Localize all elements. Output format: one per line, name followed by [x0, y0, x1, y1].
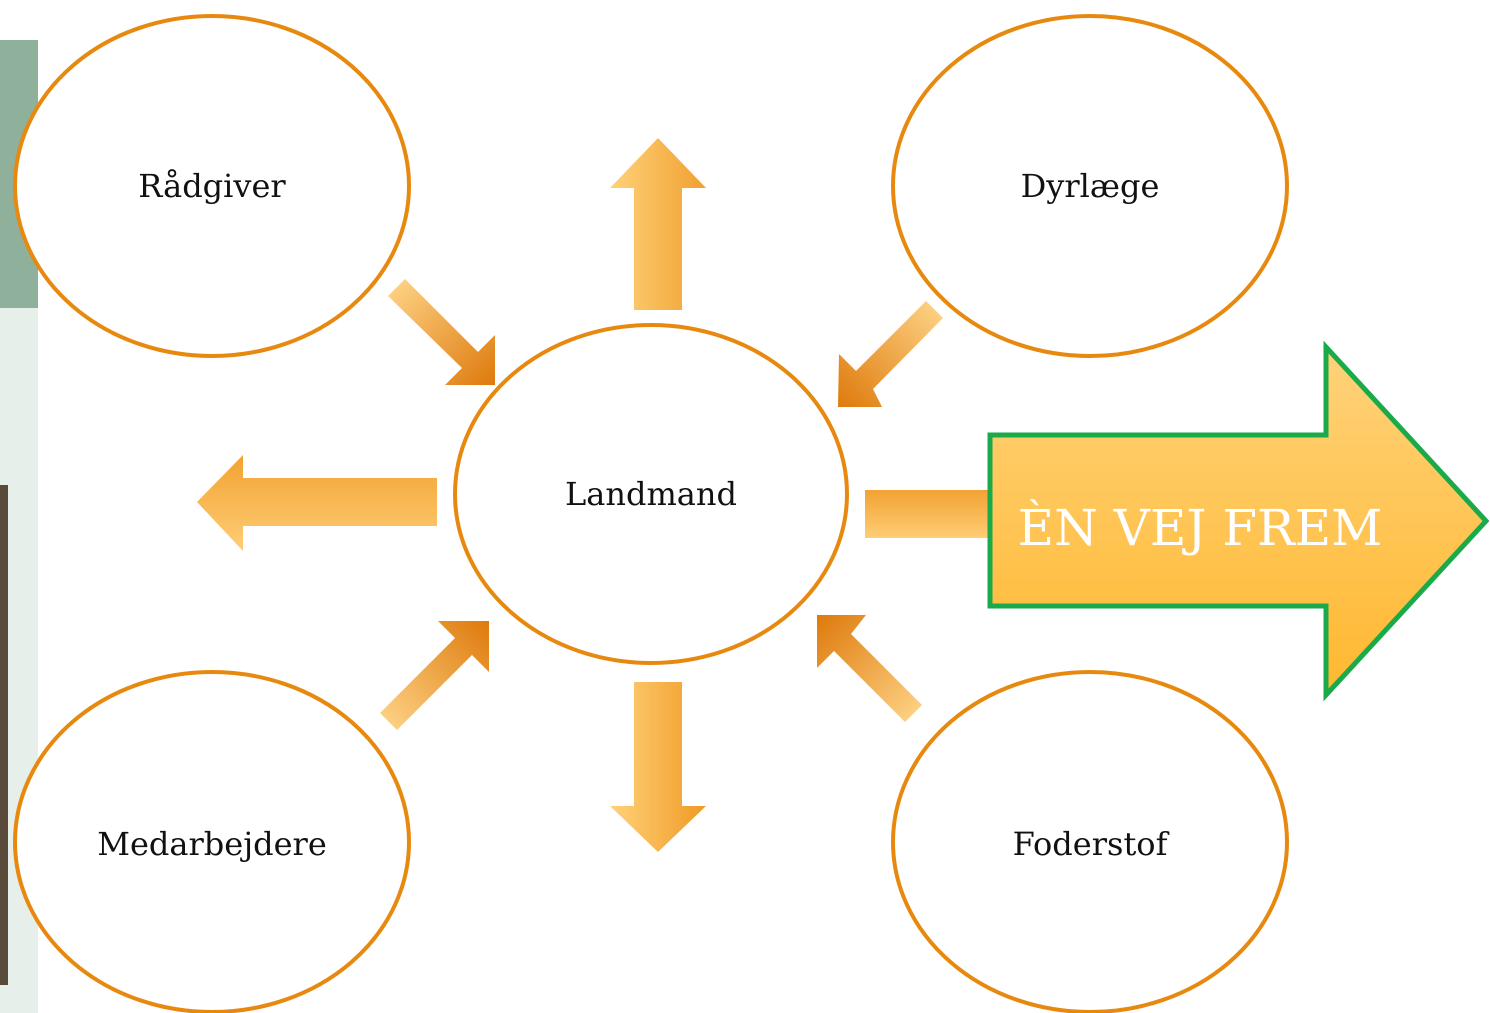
- callout-arrow: ÈN VEJ FREM: [987, 340, 1490, 702]
- node-top-left-label: Rådgiver: [138, 167, 286, 205]
- photo-edge: [0, 485, 8, 985]
- arrow-up: [610, 138, 706, 310]
- arrow-from-bottom-right: [817, 615, 922, 722]
- node-top-right: Dyrlæge: [891, 14, 1289, 358]
- node-top-left: Rådgiver: [13, 14, 411, 358]
- callout-text: ÈN VEJ FREM: [1018, 498, 1383, 557]
- node-center: Landmand: [453, 323, 849, 665]
- node-bottom-left: Medarbejdere: [13, 670, 411, 1013]
- node-top-right-label: Dyrlæge: [1021, 167, 1160, 205]
- node-center-label: Landmand: [565, 475, 737, 513]
- arrow-right: [865, 490, 995, 538]
- node-bottom-right-label: Foderstof: [1013, 825, 1170, 863]
- arrow-from-top-left: [388, 279, 495, 385]
- arrow-from-bottom-left: [380, 621, 489, 730]
- arrow-left: [197, 455, 437, 551]
- node-bottom-left-label: Medarbejdere: [97, 825, 327, 863]
- node-bottom-right: Foderstof: [891, 670, 1289, 1013]
- arrow-down: [610, 682, 706, 852]
- arrow-from-top-right: [838, 301, 943, 407]
